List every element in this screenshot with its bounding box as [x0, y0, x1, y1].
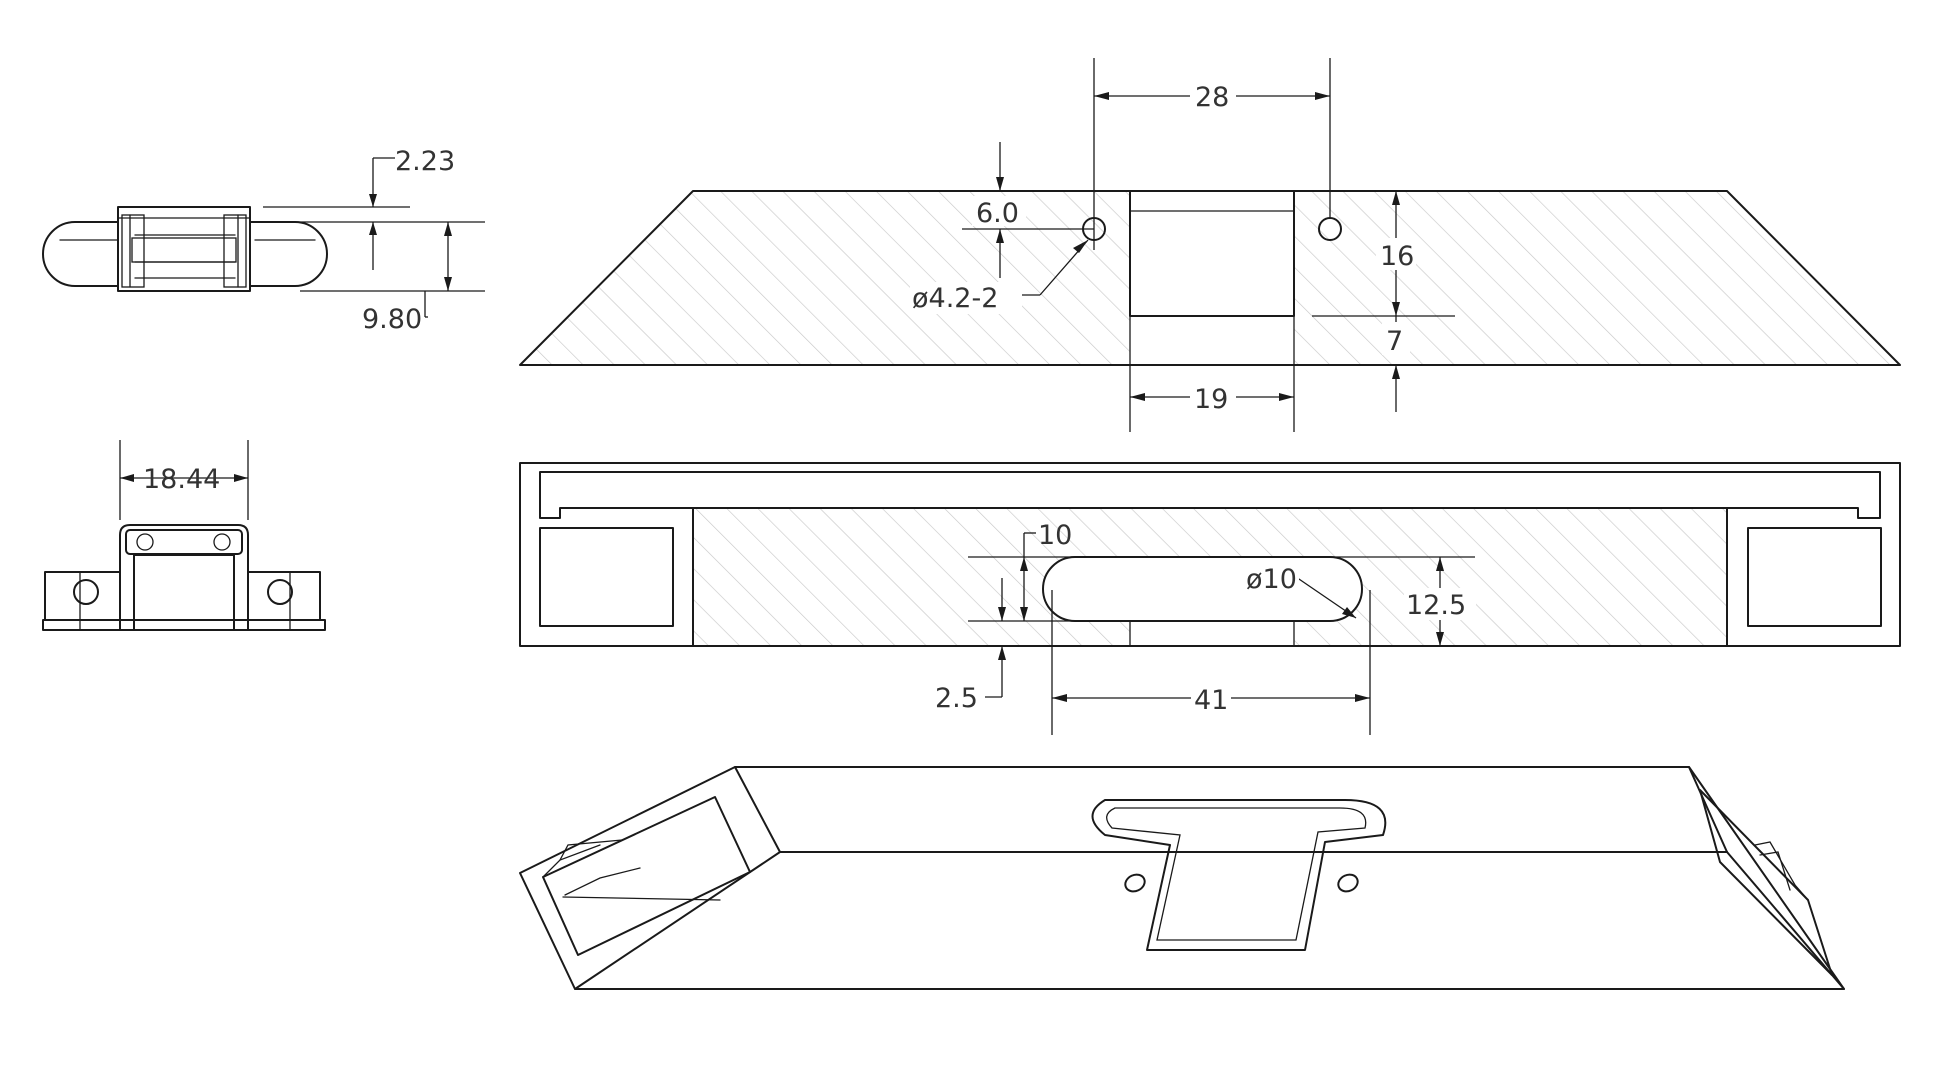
dimension-18-44: 18.44 [119, 440, 249, 520]
dimension-28: 28 [1093, 58, 1331, 250]
dim-6-0-label: 6.0 [976, 198, 1019, 229]
dim-2-5-label: 2.5 [935, 683, 978, 714]
dimension-slot-diameter: ø10 [1245, 562, 1357, 619]
dim-16-label: 16 [1380, 241, 1414, 272]
dimension-2-23: 2.23 [263, 146, 485, 270]
dim-18-44-label: 18.44 [143, 464, 220, 495]
dimension-12-5: 12.5 [1330, 556, 1476, 646]
dim-10-label: 10 [1038, 520, 1072, 551]
front-view [42, 524, 326, 631]
dim-2-23-label: 2.23 [395, 146, 455, 177]
dim-hole-label: ø4.2-2 [912, 283, 998, 314]
section-view [519, 462, 1901, 647]
dimension-41: 41 [1051, 590, 1371, 735]
dimension-16-7: 16 7 [1312, 191, 1455, 412]
dim-19-label: 19 [1194, 384, 1228, 415]
dimension-hole-diameter: ø4.2-2 [910, 239, 1089, 314]
dim-41-label: 41 [1194, 685, 1228, 716]
isometric-view [519, 766, 1845, 990]
dimension-2-5: 2.5 [935, 578, 1110, 714]
side-view [42, 206, 328, 292]
dim-7-label: 7 [1386, 326, 1403, 357]
dimension-19: 19 [1129, 365, 1295, 432]
dim-28-label: 28 [1195, 82, 1229, 113]
dim-slot-label: ø10 [1246, 564, 1297, 595]
dim-9-80-label: 9.80 [362, 304, 422, 335]
top-view [519, 190, 1901, 366]
dimension-9-80: 9.80 [300, 222, 485, 335]
dimension-6-0: 6.0 [962, 142, 1094, 278]
dimension-10: 10 [968, 520, 1075, 622]
dim-12-5-label: 12.5 [1406, 590, 1466, 621]
